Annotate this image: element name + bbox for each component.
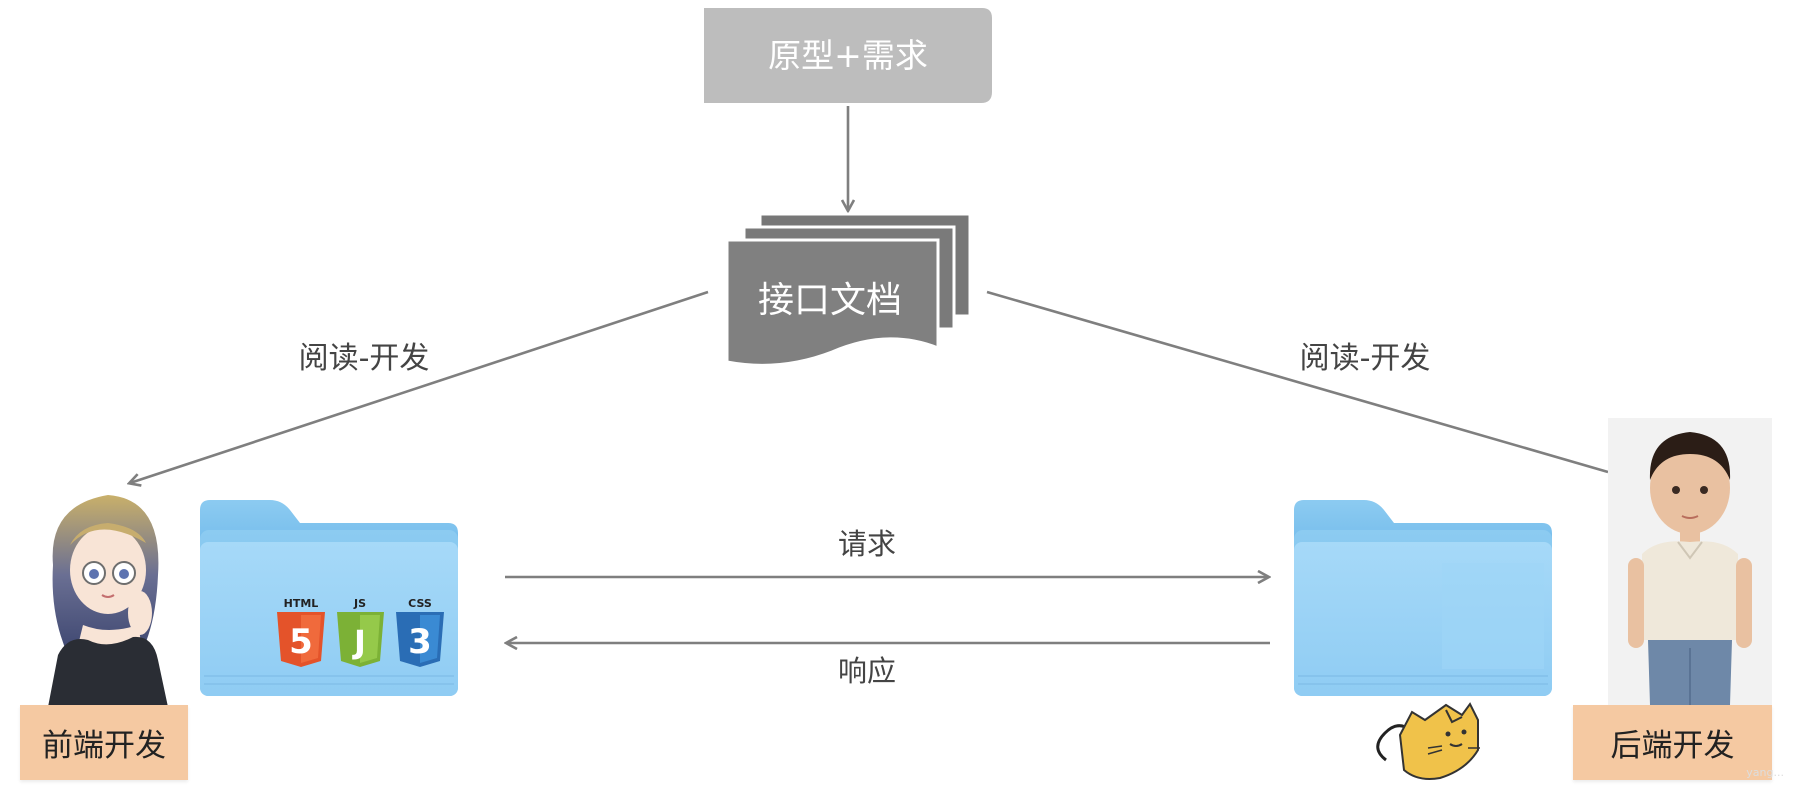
svg-text:HTML: HTML [284,597,319,610]
left-read-develop-label: 阅读-开发 [299,341,430,376]
svg-text:3: 3 [408,622,432,662]
api-doc-stack: 接口文档 [725,212,972,367]
watermark: yang... [1746,766,1784,779]
prototype-requirements-label: 原型+需求 [768,36,928,75]
backend-developer-label: 后端开发 [1573,705,1772,780]
frontend-developer-avatar [28,485,178,707]
arrow-doc-to-frontend [130,290,709,483]
prototype-requirements-box: 原型+需求 [704,8,992,103]
frontend-developer-label: 前端开发 [20,705,188,780]
js-icon: JS J [337,597,384,667]
css3-icon: CSS 3 [396,597,444,667]
svg-text:JS: JS [353,597,366,610]
backend-developer-avatar [1608,418,1772,705]
response-label: 响应 [838,654,896,688]
svg-text:J: J [352,623,366,661]
request-label: 请求 [838,527,896,561]
html5-icon: HTML 5 [277,597,325,667]
api-doc-label: 接口文档 [758,280,902,321]
svg-text:5: 5 [289,622,313,662]
tomcat-icon [1376,702,1480,780]
svg-text:CSS: CSS [408,597,432,610]
frontend-folder-icon [200,500,458,696]
line-doc-to-backend [986,290,1609,474]
right-read-develop-label: 阅读-开发 [1300,341,1431,376]
backend-folder-icon [1294,500,1552,696]
